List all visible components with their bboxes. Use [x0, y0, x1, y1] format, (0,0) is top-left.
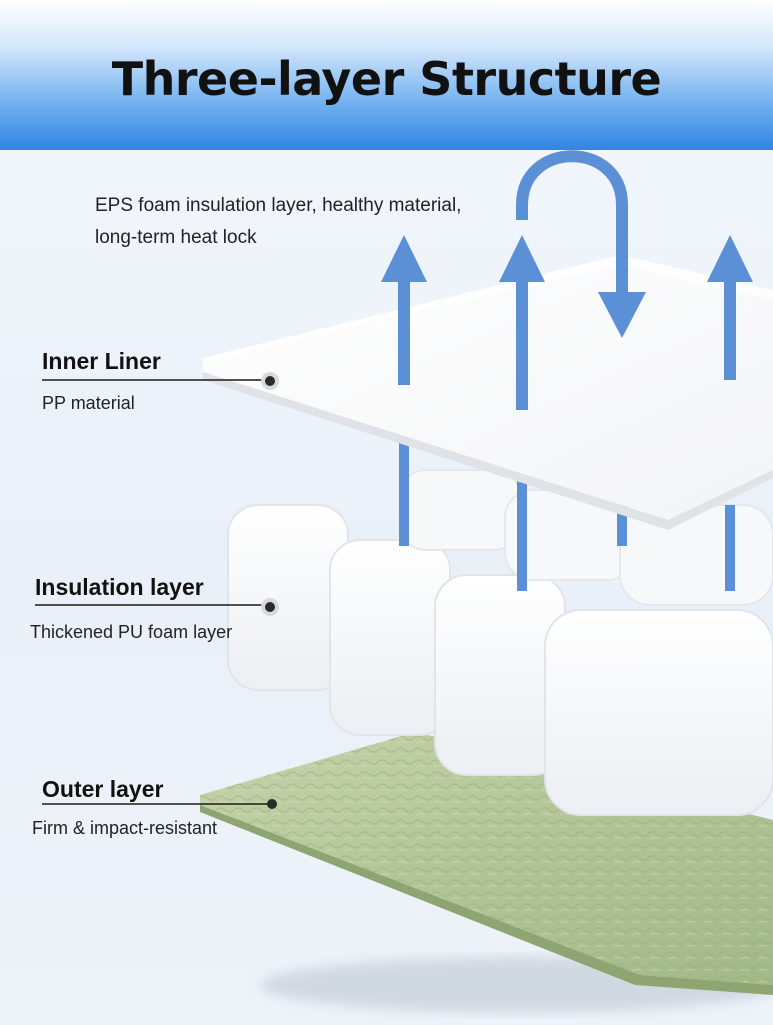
heat-return-arrow	[516, 150, 646, 338]
inner-liner-label: Inner Liner	[42, 348, 161, 374]
eps-description-line1: EPS foam insulation layer, healthy mater…	[95, 195, 462, 216]
outer-layer-label: Outer layer	[42, 776, 164, 802]
title-banner	[0, 0, 773, 150]
insulation-layer-description: Thickened PU foam layer	[30, 622, 233, 642]
insulation-layer-label: Insulation layer	[35, 574, 204, 600]
leader-lines	[35, 372, 279, 809]
eps-description-line2: long-term heat lock	[95, 227, 257, 248]
eps-description: EPS foam insulation layer, healthy mater…	[95, 190, 525, 254]
page-title: Three-layer Structure	[111, 52, 662, 106]
inner-liner-description: PP material	[42, 393, 135, 413]
outer-layer-description: Firm & impact-resistant	[32, 818, 218, 838]
heat-arrows-up	[381, 235, 753, 410]
